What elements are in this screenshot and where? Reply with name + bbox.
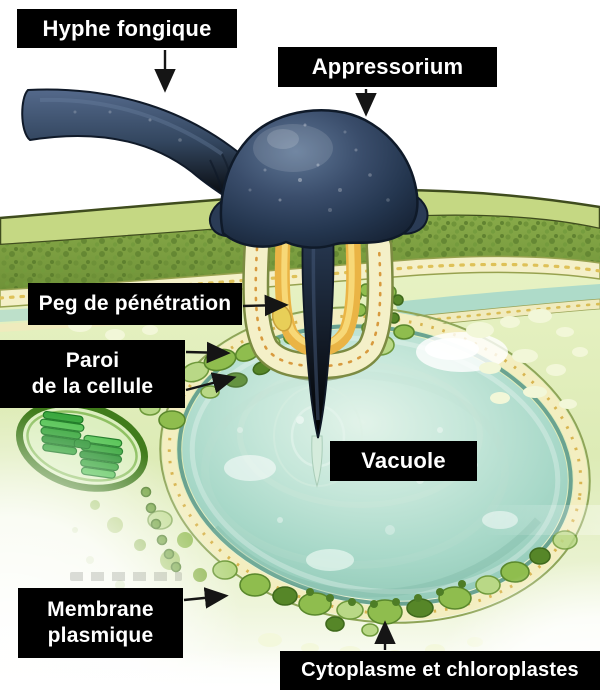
- cell-wall-label-line1: Paroi: [65, 348, 120, 372]
- cell-wall-label-line2: de la cellule: [31, 375, 154, 398]
- penetration-peg-label-text: Peg de pénétration: [38, 291, 232, 315]
- fungal-hypha-label-text: Hyphe fongique: [42, 15, 212, 41]
- cytoplasm-chloroplasts-label-text: Cytoplasme et chloroplastes: [301, 659, 579, 681]
- annotation-arrows: [154, 50, 396, 650]
- arrow-cell-wall-2: [185, 372, 237, 394]
- cell-wall-label: Paroi de la cellule: [0, 340, 185, 408]
- arrow-cell-wall-1: [185, 341, 231, 364]
- plasma-membrane-label-line2: plasmique: [47, 624, 154, 647]
- appressorium-label: Appressorium: [278, 47, 497, 87]
- cytoplasm-chloroplasts-label: Cytoplasme et chloroplastes: [280, 651, 600, 690]
- vacuole-label-text: Vacuole: [361, 448, 446, 474]
- arrow-penetration-peg: [242, 294, 289, 317]
- arrow-plasma-membrane: [183, 587, 229, 609]
- plasma-membrane-label: Membrane plasmique: [18, 588, 183, 658]
- appressorium-label-text: Appressorium: [311, 54, 464, 80]
- penetration-peg-label: Peg de pénétration: [28, 283, 242, 325]
- dome-speckles: [73, 110, 390, 212]
- vacuole-label: Vacuole: [330, 441, 477, 481]
- plasma-membrane-label-line1: Membrane: [47, 597, 154, 621]
- appressorium-shape: [73, 109, 429, 249]
- fungal-hypha-label: Hyphe fongique: [17, 9, 237, 48]
- covered-label-artifact: [70, 572, 182, 581]
